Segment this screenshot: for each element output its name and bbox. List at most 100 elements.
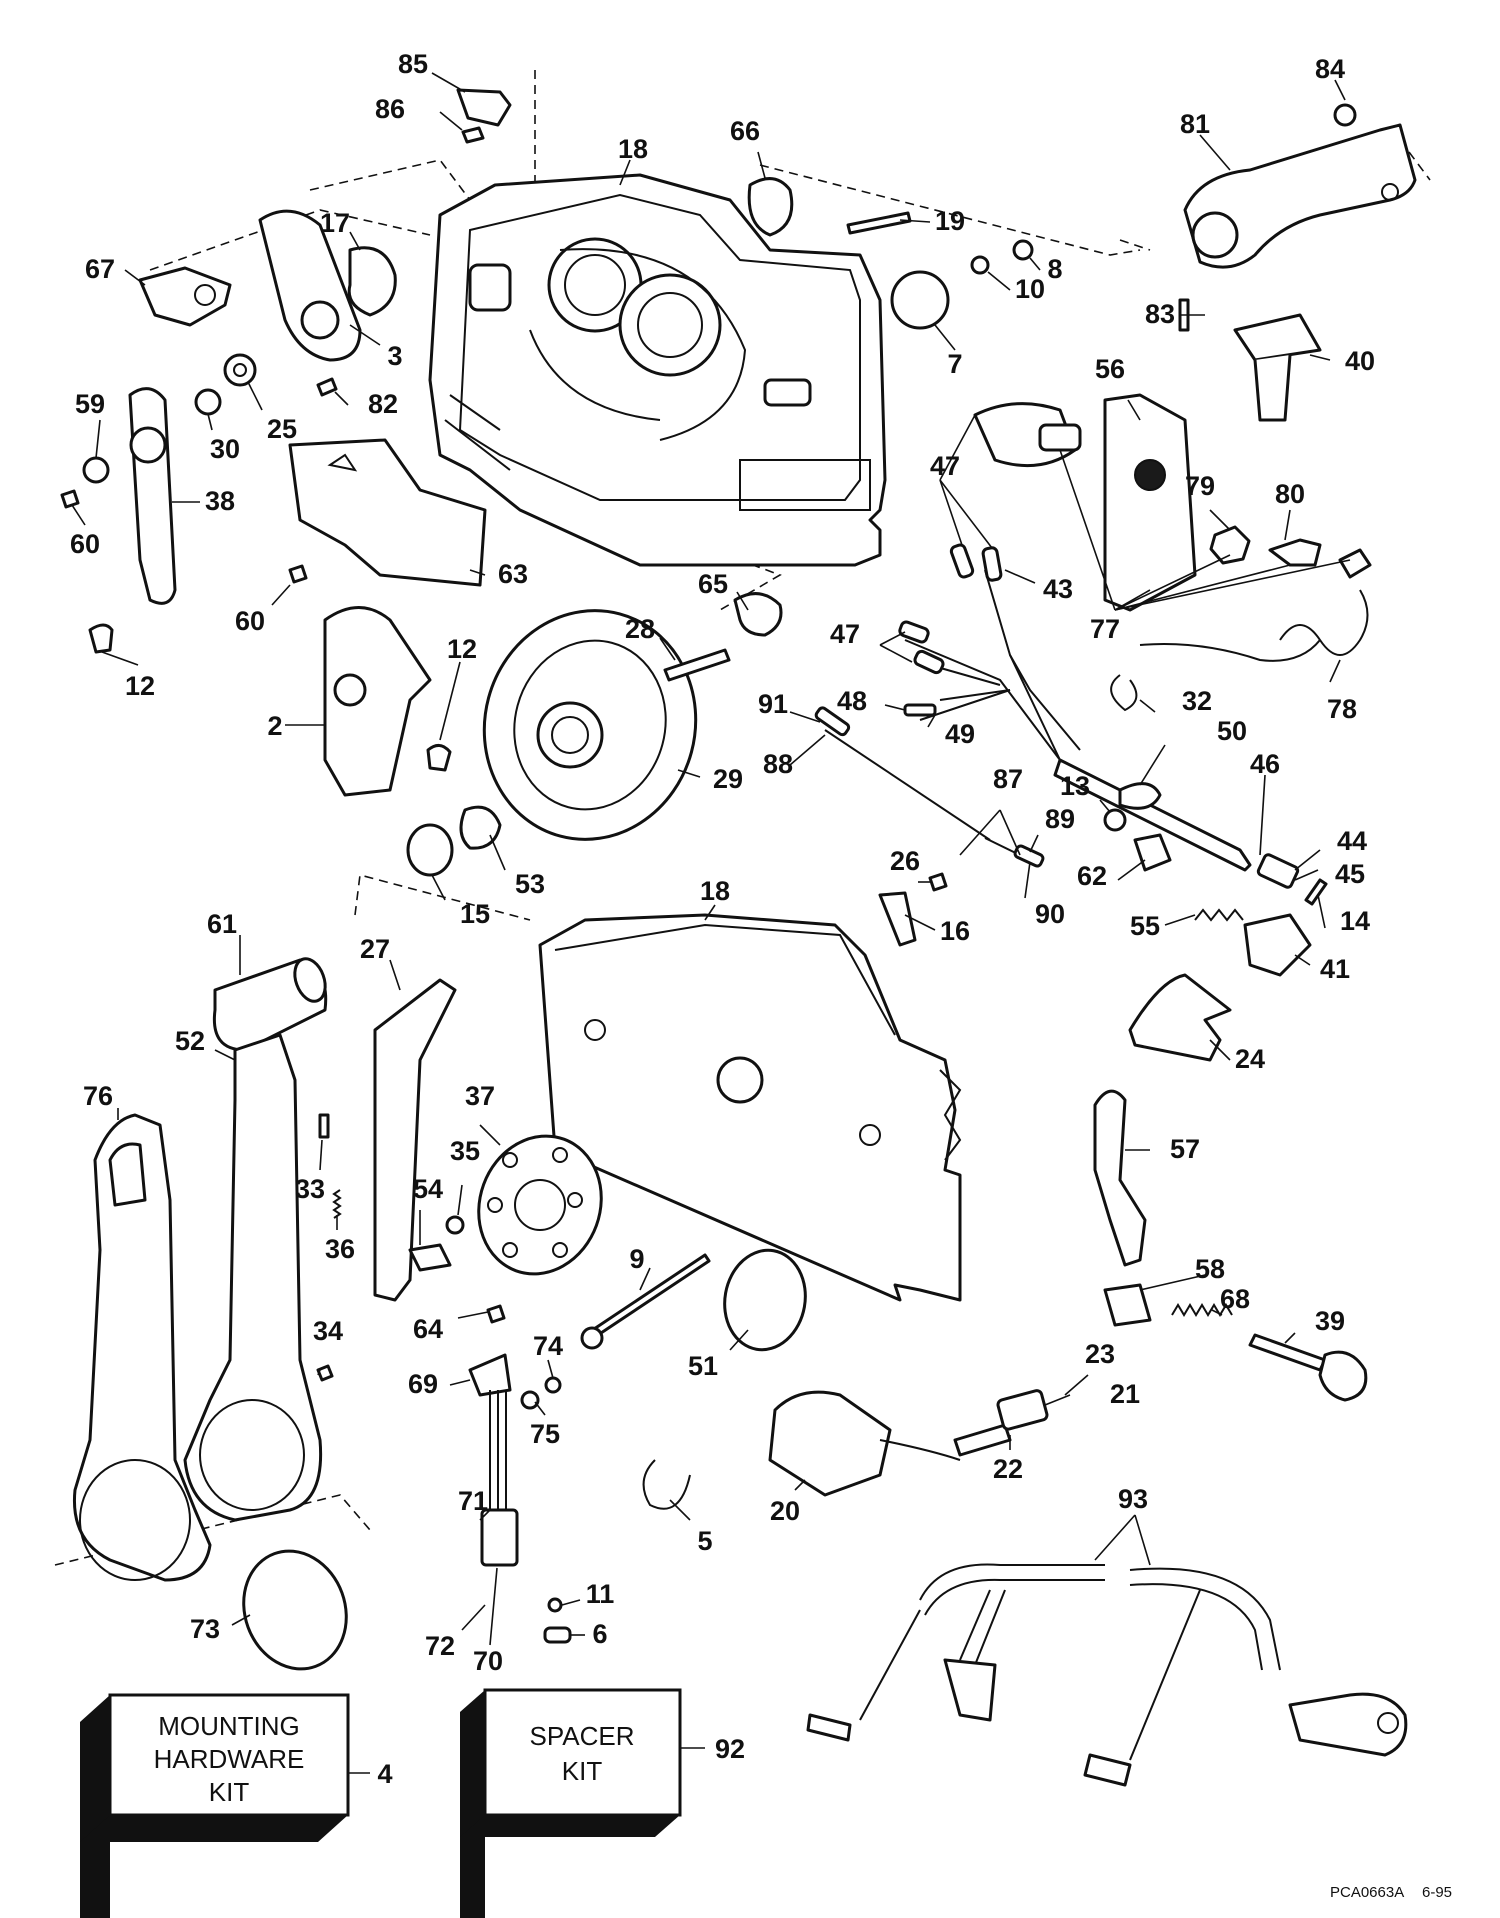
callout-77: 77 (1090, 614, 1120, 644)
callout-79: 79 (1185, 471, 1215, 501)
callout-90: 90 (1035, 899, 1065, 929)
mounting-kit-line-2: HARDWARE (154, 1744, 305, 1774)
kit-spacer: SPACER KIT (460, 1688, 682, 1918)
callout-24: 24 (1235, 1044, 1265, 1074)
callout-81: 81 (1180, 109, 1210, 139)
callout-54: 54 (413, 1174, 443, 1204)
callout-49: 49 (945, 719, 975, 749)
callout-17: 17 (320, 208, 350, 238)
callout-80: 80 (1275, 479, 1305, 509)
callout-89: 89 (1045, 804, 1075, 834)
callout-68: 68 (1220, 1284, 1250, 1314)
spacer-kit-line-2: KIT (562, 1756, 603, 1786)
callout-7: 7 (947, 349, 962, 379)
callout-93: 93 (1118, 1484, 1148, 1514)
callout-41: 41 (1320, 954, 1350, 984)
callout-9: 9 (629, 1244, 644, 1274)
callout-numbers: 85 86 18 66 84 81 19 8 10 7 83 40 67 17 … (70, 49, 1375, 1789)
callout-23: 23 (1085, 1339, 1115, 1369)
callout-39: 39 (1315, 1306, 1345, 1336)
callout-28: 28 (625, 614, 655, 644)
leader-lines (71, 72, 1351, 1774)
diagram-code: PCA0663A (1330, 1884, 1404, 1901)
callout-92: 92 (715, 1734, 745, 1764)
internal-parts (323, 592, 1328, 1062)
callout-46: 46 (1250, 749, 1280, 779)
callout-20: 20 (770, 1496, 800, 1526)
callout-27: 27 (360, 934, 390, 964)
key-switch-parts (973, 103, 1417, 662)
wire-harness (814, 543, 1300, 889)
callout-29: 29 (713, 764, 743, 794)
callout-4: 4 (377, 1759, 392, 1789)
callout-57: 57 (1170, 1134, 1200, 1164)
lower-right-parts (768, 1089, 1408, 1787)
callout-8: 8 (1047, 254, 1062, 284)
callout-73: 73 (190, 1614, 220, 1644)
callout-69: 69 (408, 1369, 438, 1399)
callout-60-left: 60 (70, 529, 100, 559)
kit-mounting-hardware: MOUNTING HARDWARE KIT (80, 1693, 350, 1918)
callout-87: 87 (993, 764, 1023, 794)
callout-66: 66 (730, 116, 760, 146)
callout-88: 88 (763, 749, 793, 779)
callout-47-mid: 47 (830, 619, 860, 649)
callout-91: 91 (758, 689, 788, 719)
callout-12-left: 12 (125, 671, 155, 701)
callout-52: 52 (175, 1026, 205, 1056)
callout-64: 64 (413, 1314, 443, 1344)
spacer-kit-line-1: SPACER (530, 1721, 635, 1751)
callout-47-top: 47 (930, 451, 960, 481)
callout-74: 74 (533, 1331, 563, 1361)
callout-72: 72 (425, 1631, 455, 1661)
mounting-kit-line-3: KIT (209, 1777, 250, 1807)
callout-38: 38 (205, 486, 235, 516)
callout-19: 19 (935, 206, 965, 236)
small-parts-top-left (60, 88, 1034, 772)
callout-3: 3 (387, 341, 402, 371)
callout-13: 13 (1060, 771, 1090, 801)
callout-51: 51 (688, 1351, 718, 1381)
callout-2: 2 (267, 711, 282, 741)
callout-33: 33 (295, 1174, 325, 1204)
callout-32: 32 (1182, 686, 1212, 716)
callout-12-mid: 12 (447, 634, 477, 664)
callout-67: 67 (85, 254, 115, 284)
callout-37: 37 (465, 1081, 495, 1111)
callout-30: 30 (210, 434, 240, 464)
callout-82: 82 (368, 389, 398, 419)
callout-86: 86 (375, 94, 405, 124)
date-code: 6-95 (1422, 1884, 1452, 1901)
callout-18-mid: 18 (700, 876, 730, 906)
callout-21: 21 (1110, 1379, 1140, 1409)
callout-78: 78 (1327, 694, 1357, 724)
callout-43: 43 (1043, 574, 1073, 604)
callout-6: 6 (592, 1619, 607, 1649)
callout-61: 61 (207, 909, 237, 939)
callout-10: 10 (1015, 274, 1045, 304)
callout-85: 85 (398, 49, 428, 79)
callout-5: 5 (697, 1526, 712, 1556)
callout-11: 11 (586, 1579, 615, 1609)
callout-26: 26 (890, 846, 920, 876)
control-housing-rear (538, 913, 962, 1302)
callout-58: 58 (1195, 1254, 1225, 1284)
callout-44: 44 (1337, 826, 1367, 856)
callout-18-top: 18 (618, 134, 648, 164)
callout-55: 55 (1130, 911, 1160, 941)
handle-parts (72, 957, 807, 1671)
callout-65: 65 (698, 569, 728, 599)
callout-75: 75 (530, 1419, 560, 1449)
callout-15: 15 (460, 899, 490, 929)
callout-50: 50 (1217, 716, 1247, 746)
callout-48: 48 (837, 686, 867, 716)
callout-22: 22 (993, 1454, 1023, 1484)
callout-25: 25 (267, 414, 297, 444)
callout-36: 36 (325, 1234, 355, 1264)
callout-84: 84 (1315, 54, 1345, 84)
callout-60-mid: 60 (235, 606, 265, 636)
callout-34: 34 (313, 1316, 343, 1346)
callout-16: 16 (940, 916, 970, 946)
callout-83: 83 (1145, 299, 1175, 329)
